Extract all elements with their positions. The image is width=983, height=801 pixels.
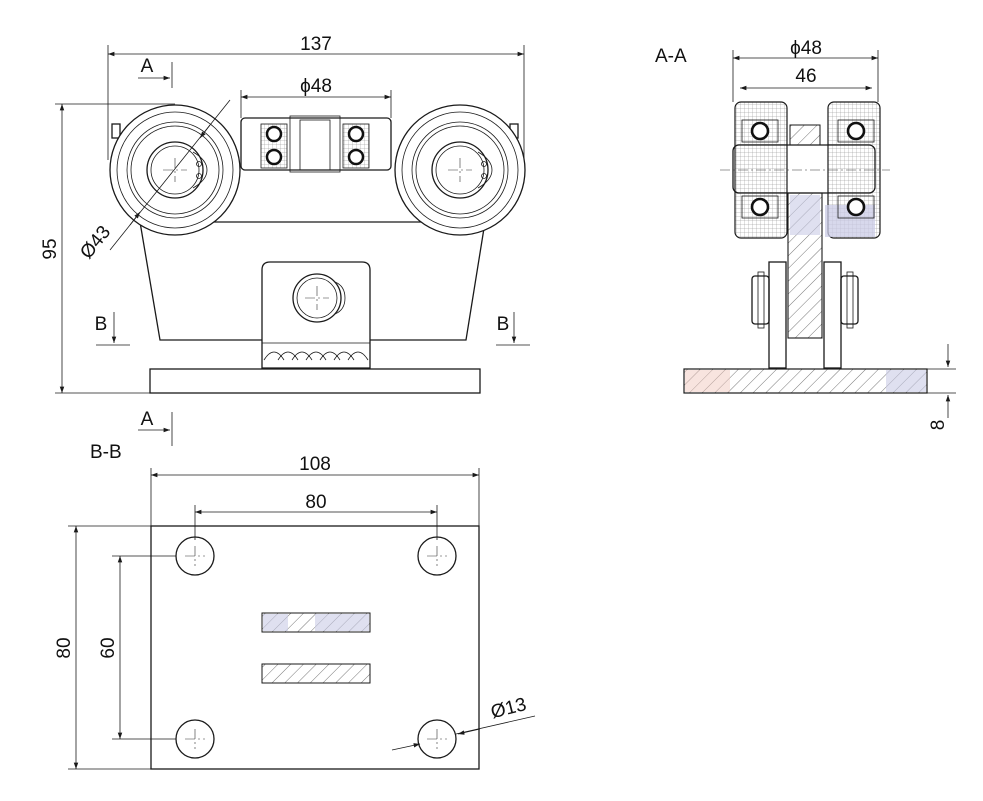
dim-bearing-front-label: ϕ48 bbox=[300, 76, 332, 97]
section-bb-title: B-B bbox=[90, 442, 122, 463]
dim-section-inner: 46 bbox=[740, 66, 872, 91]
dim-plate-height-label: 80 bbox=[54, 637, 75, 658]
svg-text:B: B bbox=[95, 314, 108, 335]
center-bearing-right bbox=[342, 123, 370, 169]
weld-beads bbox=[262, 342, 370, 361]
dim-section-width-label: ϕ48 bbox=[790, 38, 822, 59]
center-bearing-left bbox=[260, 123, 288, 169]
svg-text:A: A bbox=[141, 56, 154, 77]
dim-hole-spacing-x-label: 80 bbox=[305, 492, 326, 513]
bb-mounting-holes bbox=[175, 536, 457, 759]
section-aa-view: A-A bbox=[655, 38, 956, 430]
dim-hole-spacing-y-label: 60 bbox=[98, 637, 119, 658]
aa-left-plate bbox=[768, 261, 787, 369]
dim-wheel-diameter-label: Ø43 bbox=[76, 222, 115, 263]
dim-plate-width-label: 108 bbox=[299, 454, 331, 475]
carriage-body bbox=[139, 221, 486, 341]
svg-text:B: B bbox=[497, 314, 510, 335]
bb-plate bbox=[150, 525, 480, 770]
dim-hole-spacing-y: 60 bbox=[98, 555, 176, 740]
cut-mark-b-left: B bbox=[95, 312, 130, 346]
bracket-pin bbox=[292, 273, 342, 323]
aa-upper-block bbox=[789, 124, 821, 146]
section-aa-title: A-A bbox=[655, 46, 687, 67]
section-bb-view: B-B 108 bbox=[54, 442, 536, 770]
left-lug bbox=[111, 123, 121, 139]
front-view: 137 ϕ48 95 Ø43 A bbox=[40, 34, 530, 446]
dim-front-width-label: 137 bbox=[300, 34, 332, 55]
aa-bearings bbox=[741, 119, 875, 219]
svg-text:A: A bbox=[141, 409, 154, 430]
base-plate bbox=[149, 368, 481, 394]
dim-plate-thickness-label: 8 bbox=[928, 420, 949, 431]
dim-front-height: 95 bbox=[40, 103, 175, 394]
dim-section-inner-label: 46 bbox=[795, 66, 816, 87]
left-wheel bbox=[109, 104, 241, 236]
right-wheel bbox=[394, 104, 526, 236]
dim-front-height-label: 95 bbox=[40, 238, 61, 259]
bb-slot-lower bbox=[261, 663, 371, 684]
dim-plate-height: 80 bbox=[54, 525, 151, 770]
dim-plate-thickness: 8 bbox=[927, 344, 956, 430]
dim-hole-spacing-x: 80 bbox=[194, 492, 438, 540]
dim-front-width: 137 bbox=[107, 34, 525, 160]
aa-right-plate bbox=[823, 261, 842, 369]
cut-mark-a-bottom: A bbox=[138, 409, 173, 446]
cut-mark-a-top: A bbox=[138, 56, 173, 88]
dim-section-width: ϕ48 bbox=[732, 38, 879, 102]
circlip bbox=[334, 281, 346, 315]
dim-bearing-front: ϕ48 bbox=[240, 76, 392, 118]
cut-mark-b-right: B bbox=[496, 312, 530, 346]
dim-plate-width: 108 bbox=[150, 454, 480, 526]
dim-hole-diameter: Ø13 bbox=[391, 694, 536, 751]
